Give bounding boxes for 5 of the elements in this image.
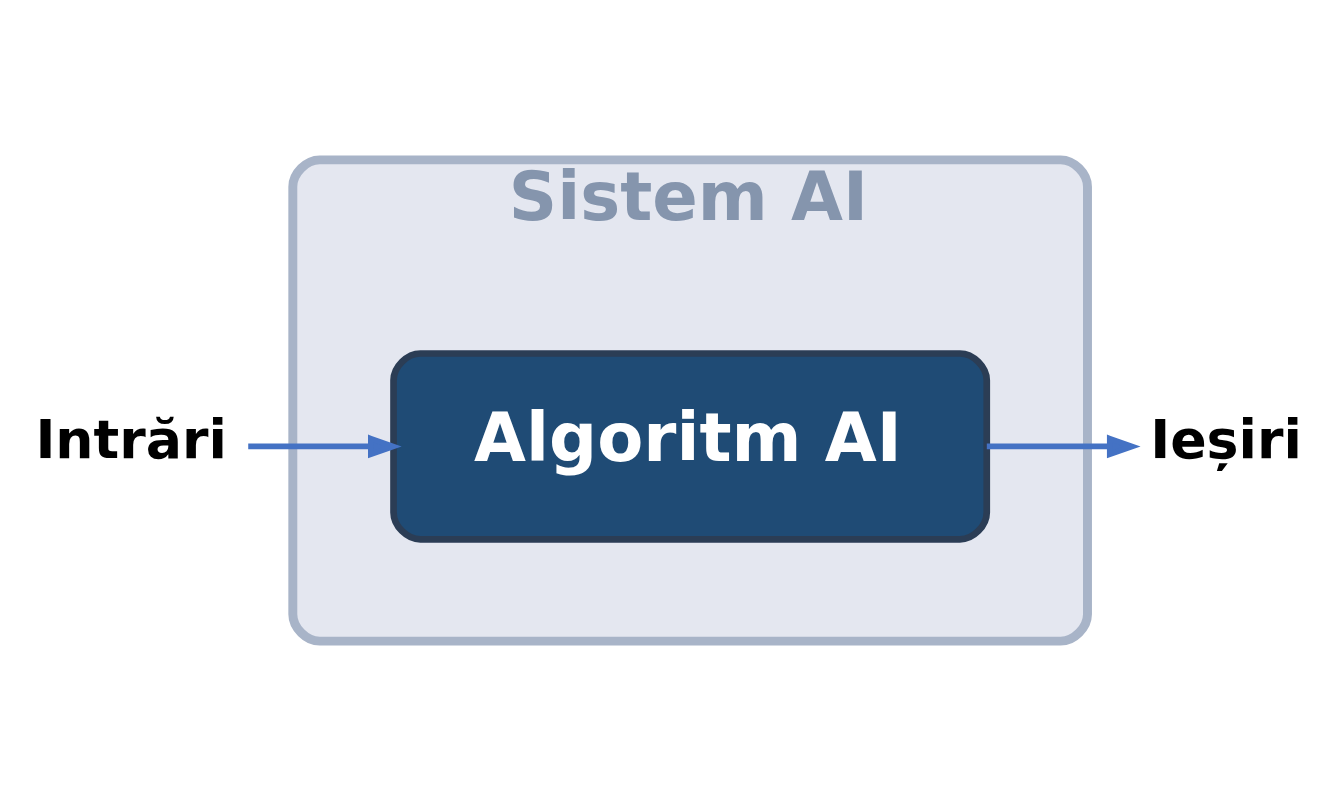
arrow (986, 434, 1141, 458)
node-text: Ieșiri (1150, 407, 1302, 471)
node-box: Algoritm AI (390, 349, 991, 543)
arrow (248, 434, 402, 458)
node-text: Intrări (35, 407, 227, 471)
